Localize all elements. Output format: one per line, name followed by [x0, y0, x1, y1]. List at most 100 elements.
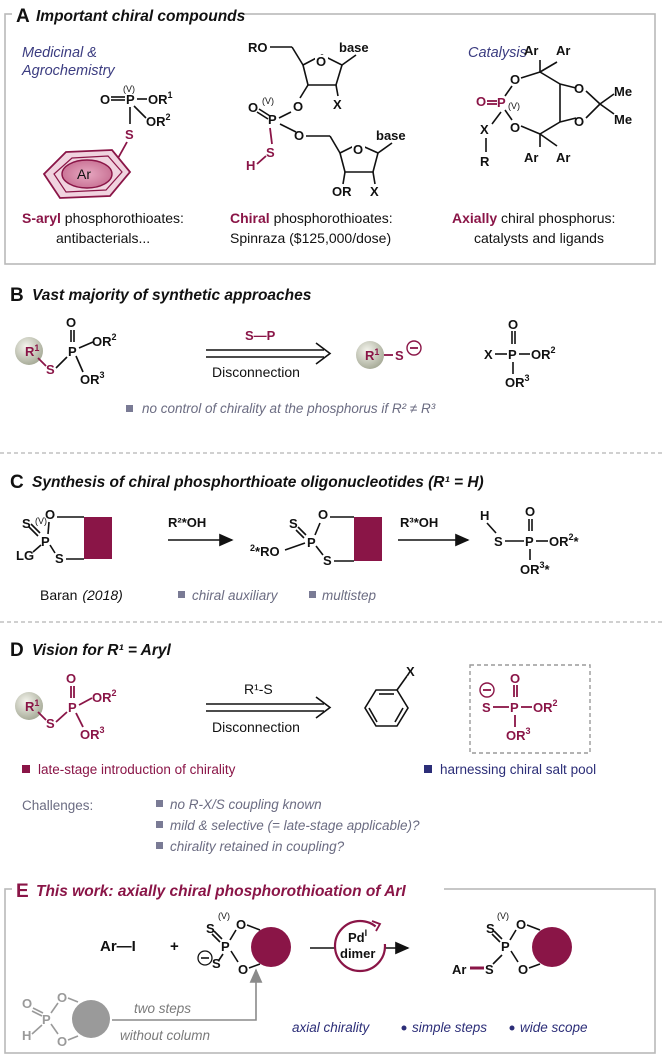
c-reagent-1: R²*OH — [168, 515, 206, 530]
e-feature-dot-2 — [509, 1025, 515, 1031]
b-thiolate-structure: R1 S — [356, 340, 422, 369]
svg-text:Axially chiral phosphorus:: Axially chiral phosphorus: — [452, 210, 615, 226]
d-ch1-bullet — [156, 800, 163, 807]
d-arrow-label-bottom: Disconnection — [212, 719, 300, 735]
e-catalyst-circle — [333, 919, 387, 973]
svg-text:S-aryl phosphorothioates:: S-aryl phosphorothioates: — [22, 210, 184, 226]
panel-d-title: Vision for R¹ = Aryl — [32, 642, 171, 659]
svg-text:(V): (V) — [262, 96, 274, 106]
d-bullet1: late-stage introduction of chirality — [38, 762, 236, 777]
svg-text:O: O — [316, 54, 326, 69]
svg-text:O: O — [574, 114, 584, 129]
panel-c: C Synthesis of chiral phosphorthioate ol… — [10, 472, 580, 603]
caption-s-aryl-line2: antibacterials... — [56, 230, 150, 246]
c-oxathiaphospholane-lg: S (V) O P S LG — [16, 507, 112, 566]
svg-text:P: P — [307, 535, 316, 550]
svg-text:(V): (V) — [35, 516, 47, 526]
svg-text:P: P — [126, 92, 135, 107]
d-aryl-halide-structure: X — [364, 664, 415, 727]
svg-text:O: O — [100, 92, 110, 107]
c-ref-name: Baran — [40, 587, 77, 603]
e-catalyst-bottom: dimer — [340, 946, 375, 961]
d-ch2: mild & selective (= late-stage applicabl… — [170, 818, 420, 833]
b-arrow-label-top: S—P — [245, 328, 276, 343]
c-tag1: chiral auxiliary — [192, 588, 279, 603]
svg-text:P: P — [501, 939, 510, 954]
svg-text:OR2: OR2 — [92, 332, 117, 349]
svg-text:S: S — [46, 362, 55, 377]
e-catalyst-sup: I — [365, 928, 368, 938]
e-feature-2: simple steps — [412, 1020, 487, 1035]
svg-text:RO: RO — [248, 40, 268, 55]
caption-s-aryl-rest: phosphorothioates: — [61, 210, 184, 226]
e-steps-line1: two steps — [134, 1001, 191, 1016]
svg-text:O: O — [248, 100, 258, 115]
e-plus: + — [170, 938, 179, 955]
svg-text:R: R — [480, 154, 490, 169]
panel-e: E This work: axially chiral phosphorothi… — [4, 877, 656, 1054]
svg-text:X: X — [480, 122, 489, 137]
panel-b-letter: B — [10, 285, 24, 306]
svg-text:H: H — [22, 1028, 31, 1043]
e-product-structure: (V) S P Ar S O O — [452, 911, 572, 977]
svg-text:S: S — [289, 516, 298, 531]
svg-text:S: S — [395, 348, 404, 363]
svg-text:OR1: OR1 — [148, 90, 173, 107]
svg-text:O: O — [518, 962, 528, 977]
d-bullet2: harnessing chiral salt pool — [440, 762, 596, 777]
svg-text:O: O — [510, 120, 520, 135]
svg-text:OR2: OR2 — [531, 345, 556, 362]
c-tag2: multistep — [322, 588, 377, 603]
svg-text:O: O — [525, 504, 535, 519]
svg-text:O: O — [66, 315, 76, 330]
d-arrow-label-top: R¹-S — [244, 681, 273, 697]
d-ch1: no R-X/S coupling known — [170, 797, 322, 812]
svg-text:P: P — [68, 344, 77, 359]
svg-text:S: S — [212, 956, 221, 971]
e-steps-line2: without column — [120, 1028, 210, 1043]
panel-e-letter: E — [16, 881, 29, 902]
b-phosphorothioate-structure: R1 S P O OR2 OR3 — [15, 315, 117, 387]
svg-text:O: O — [293, 99, 303, 114]
svg-text:O: O — [57, 990, 67, 1005]
svg-text:S: S — [22, 516, 31, 531]
caption-axially-rest: chiral phosphorus: — [497, 210, 615, 226]
panel-e-title: This work: axially chiral phosphorothioa… — [36, 883, 406, 900]
svg-text:base: base — [339, 40, 369, 55]
c-tag1-bullet — [178, 591, 185, 598]
svg-text:S: S — [482, 700, 491, 715]
caption-chiral-bold: Chiral — [230, 210, 270, 226]
d-ch2-bullet — [156, 821, 163, 828]
d-ch3-bullet — [156, 842, 163, 849]
svg-text:LG: LG — [16, 548, 34, 563]
svg-text:O: O — [516, 917, 526, 932]
panel-a: A Important chiral compounds Medicinal &… — [4, 2, 656, 265]
d-phosphorothioate-structure: R1 S P O OR2 OR3 — [15, 671, 117, 742]
svg-text:O: O — [294, 128, 304, 143]
c-product-structure: H S P O OR2* OR3* — [480, 504, 580, 577]
svg-text:O: O — [574, 81, 584, 96]
svg-text:O: O — [510, 72, 520, 87]
svg-text:O: O — [318, 507, 328, 522]
category-catalysis: Catalysis — [468, 45, 527, 61]
d-challenges-label: Challenges: — [22, 798, 93, 813]
b-note: no control of chirality at the phosphoru… — [142, 401, 436, 416]
svg-text:Me: Me — [614, 112, 632, 127]
svg-text:Baran(2018): Baran(2018) — [40, 587, 123, 603]
svg-text:X: X — [484, 347, 493, 362]
svg-text:S: S — [486, 921, 495, 936]
svg-text:S: S — [55, 551, 64, 566]
svg-text:O: O — [66, 671, 76, 686]
e-precursor-arrow — [112, 968, 263, 1021]
svg-text:S: S — [125, 127, 134, 142]
svg-text:P: P — [497, 95, 506, 110]
svg-text:base: base — [376, 128, 406, 143]
e-h-phosphonate-precursor: O P H O O — [22, 990, 110, 1049]
svg-text:P: P — [525, 534, 534, 549]
b-arrow-label-bottom: Disconnection — [212, 364, 300, 380]
caption-chiral-line2: Spinraza ($125,000/dose) — [230, 230, 391, 246]
svg-text:P: P — [221, 939, 230, 954]
svg-text:Ar: Ar — [452, 962, 466, 977]
caption-chiral-rest: phosphorothioates: — [270, 210, 393, 226]
svg-text:P: P — [268, 112, 277, 127]
